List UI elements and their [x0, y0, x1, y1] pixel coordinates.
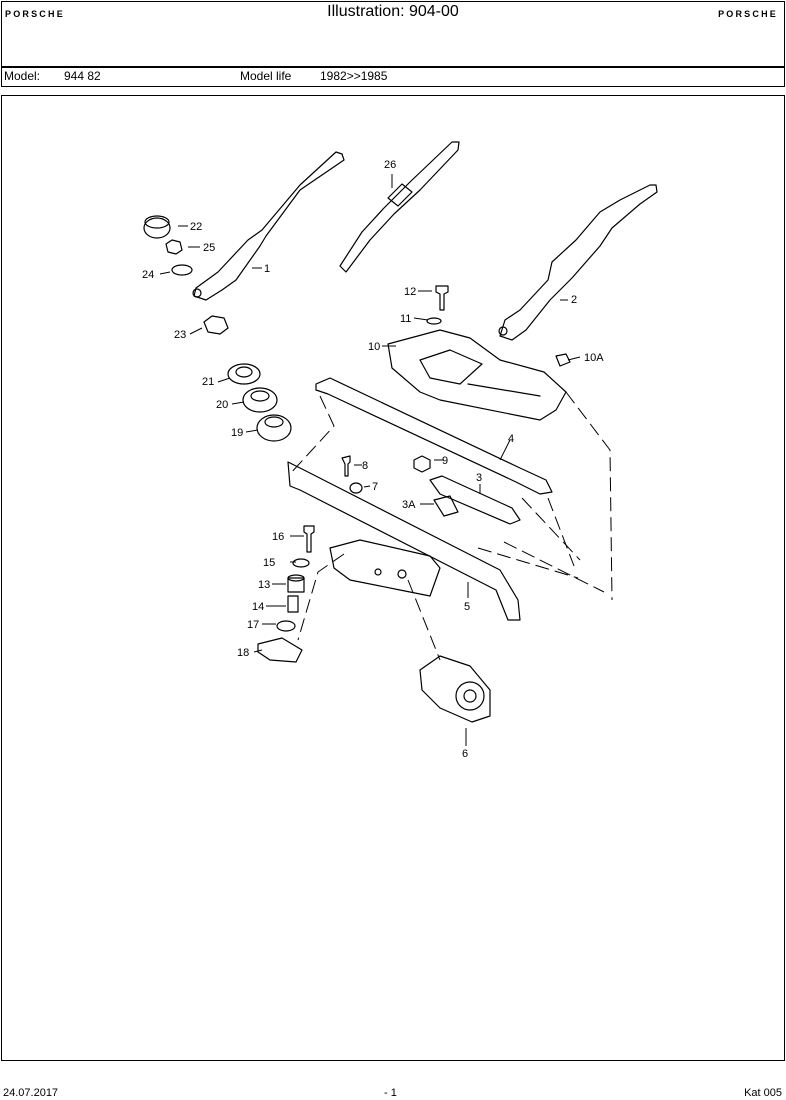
model-box: [1, 67, 785, 87]
bracket-10: [387, 329, 567, 421]
drawing-box: [1, 95, 785, 1061]
wiper-blade: [339, 141, 460, 273]
callout-10: 10: [368, 341, 380, 353]
footer-page-number: - 1: [384, 1087, 397, 1099]
callout-20: 20: [216, 399, 228, 411]
callout-25: 25: [203, 242, 215, 254]
seal-21: [227, 363, 261, 385]
model-value: 944 82: [64, 69, 101, 83]
wiper-arm-left: [193, 151, 345, 301]
cap-22: [143, 217, 171, 239]
plate-18: [257, 637, 303, 663]
callout-15: 15: [263, 557, 275, 569]
sleeve-14: [287, 595, 299, 613]
callout-13: 13: [258, 579, 270, 591]
callout-24: 24: [142, 269, 154, 281]
model-label: Model:: [4, 69, 41, 83]
brand-logo-left: PORSCHE: [5, 9, 65, 19]
bush-7: [349, 482, 363, 494]
linkage-rod-4: [315, 377, 553, 495]
washer-24: [171, 264, 193, 276]
footer-date: 24.07.2017: [3, 1087, 59, 1099]
callout-18: 18: [237, 647, 249, 659]
callout-26: 26: [384, 159, 396, 171]
wiper-arm-right: [499, 184, 658, 341]
nut-23: [203, 315, 229, 335]
callout-22: 22: [190, 221, 202, 233]
callout-8: 8: [362, 460, 368, 472]
washer-11: [426, 317, 442, 325]
callout-10a: 10A: [584, 352, 604, 364]
grommet-20: [242, 387, 278, 413]
washer-17: [276, 620, 296, 632]
bracket-3a: [433, 495, 459, 517]
callout-9: 9: [442, 455, 448, 467]
callout-17: 17: [247, 619, 259, 631]
callout-7: 7: [372, 481, 378, 493]
callout-1: 1: [264, 263, 270, 275]
callout-16: 16: [272, 531, 284, 543]
callout-12: 12: [404, 286, 416, 298]
callout-14: 14: [252, 601, 264, 613]
callout-2: 2: [571, 294, 577, 306]
wiper-arm-left-hub: [192, 288, 202, 298]
bolt-8: [341, 455, 351, 477]
callout-3a: 3A: [402, 499, 416, 511]
washer-15: [292, 558, 310, 568]
brand-logo-right: PORSCHE: [718, 9, 778, 19]
nut-25: [165, 239, 183, 255]
page-title: Illustration: 904-00: [327, 3, 459, 20]
clip-10a: [555, 353, 571, 367]
screw-12: [435, 285, 449, 311]
callout-5: 5: [464, 601, 470, 613]
callout-6: 6: [462, 748, 468, 760]
model-life-label: Model life: [240, 69, 292, 83]
wiper-arm-right-hub: [498, 326, 508, 336]
linkage-3: [429, 475, 521, 525]
callout-23: 23: [174, 329, 186, 341]
nut-9: [413, 455, 431, 473]
wiper-frame-5: [287, 461, 521, 621]
header-box: [1, 1, 785, 67]
bolt-16: [303, 525, 315, 553]
callout-19: 19: [231, 427, 243, 439]
bush-13: [287, 577, 305, 593]
callout-4: 4: [508, 433, 514, 445]
callout-21: 21: [202, 376, 214, 388]
callout-11: 11: [400, 313, 411, 325]
wiper-motor-6: [419, 655, 491, 723]
callout-3: 3: [476, 472, 482, 484]
bushing-19: [256, 414, 292, 442]
model-life-value: 1982>>1985: [320, 69, 388, 83]
footer-catalog: Kat 005: [744, 1087, 782, 1099]
